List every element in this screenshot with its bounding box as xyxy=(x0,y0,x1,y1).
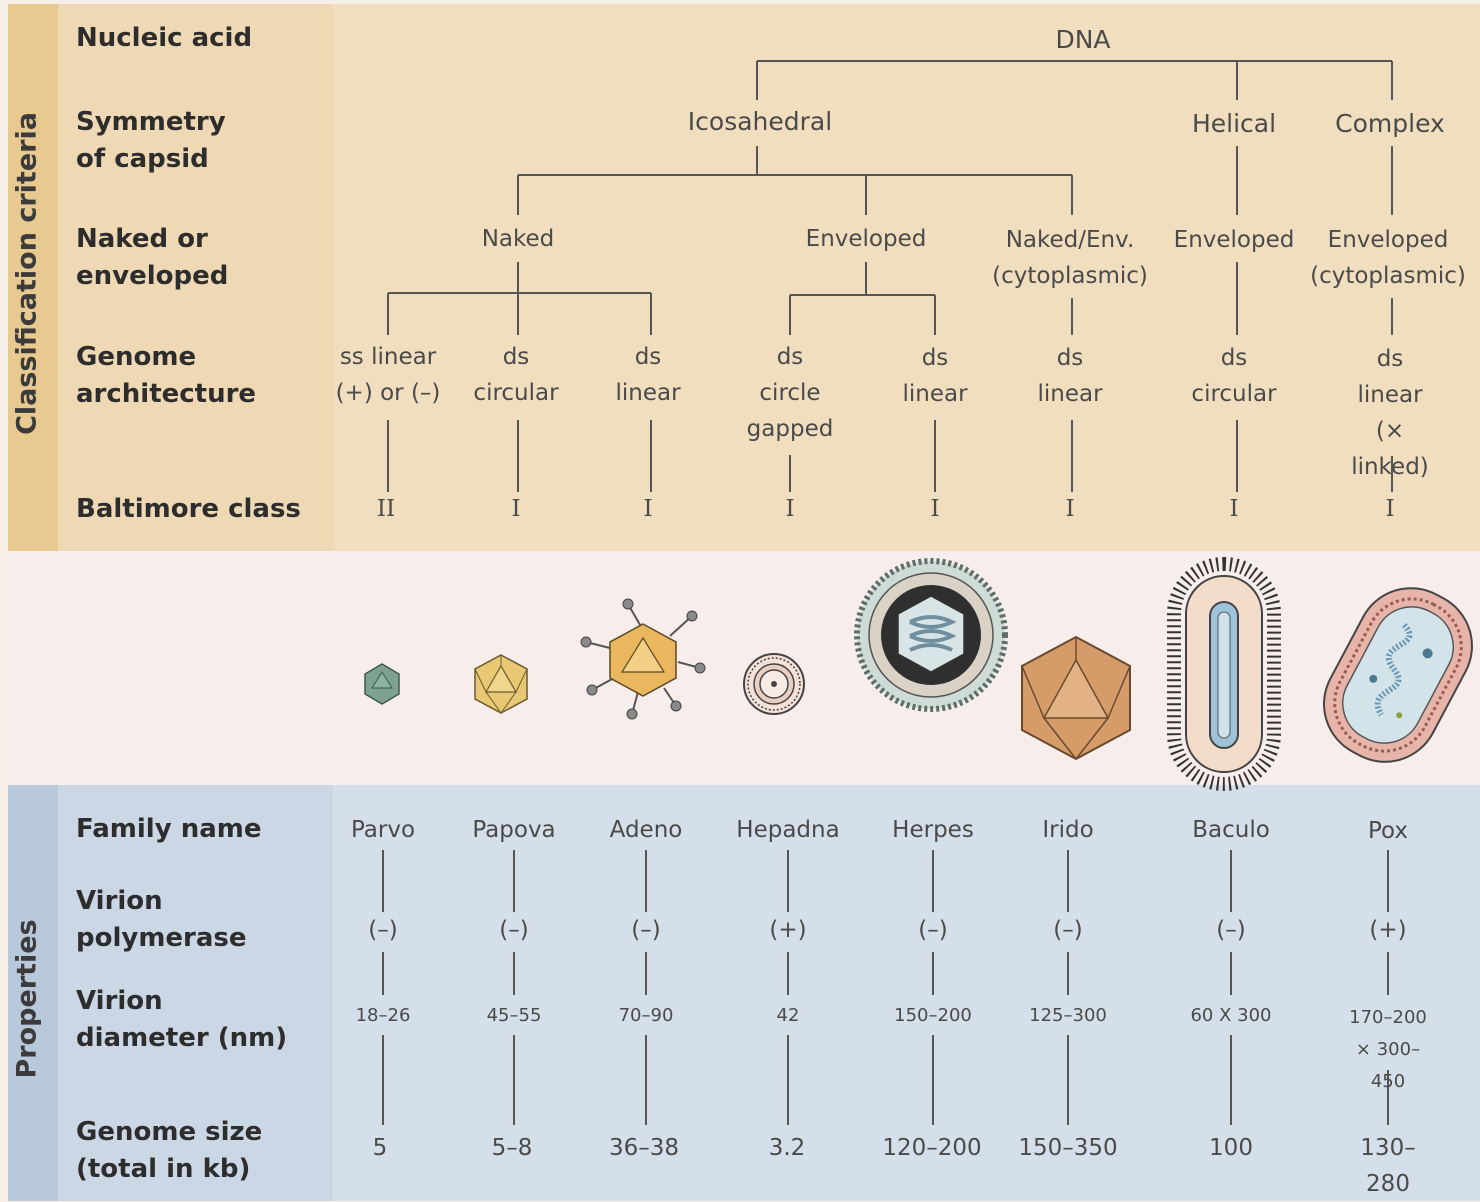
polymerase-parvo: (–) xyxy=(368,912,397,948)
diameter-hepadna: 42 xyxy=(777,1000,800,1032)
row-label-envelope: Naked or enveloped xyxy=(76,221,228,295)
genome-size-irido: 150–350 xyxy=(1018,1130,1117,1166)
family-adeno: Adeno xyxy=(610,812,683,848)
polymerase-hepadna: (+) xyxy=(769,912,806,948)
polymerase-adeno: (–) xyxy=(631,912,660,948)
row-label-symmetry: Symmetry of capsid xyxy=(76,104,226,178)
genome-size-baculo: 100 xyxy=(1209,1130,1253,1166)
diameter-adeno: 70–90 xyxy=(619,1000,674,1032)
family-baculo: Baculo xyxy=(1192,812,1270,848)
family-herpes: Herpes xyxy=(892,812,974,848)
family-pox: Pox xyxy=(1368,813,1408,849)
envelope-helical-enveloped: Enveloped xyxy=(1174,222,1295,258)
properties-side-label: Properties xyxy=(12,929,43,1079)
row-label-genome: Genome architecture xyxy=(76,339,256,413)
diameter-parvo: 18–26 xyxy=(356,1000,411,1032)
polymerase-irido: (–) xyxy=(1053,912,1082,948)
nucleic-acid-dna: DNA xyxy=(1055,22,1110,58)
diameter-papova: 45–55 xyxy=(487,1000,542,1032)
genome-size-pox: 130–280 xyxy=(1342,1130,1434,1202)
baltimore-parvo: II xyxy=(377,491,395,527)
genome-baculo: ds circular xyxy=(1191,340,1276,412)
concentric-ring-virion-icon xyxy=(742,652,806,716)
brick-shaped-virion-icon xyxy=(1318,570,1478,780)
genome-size-papova: 5–8 xyxy=(492,1130,533,1166)
symmetry-icosahedral: Icosahedral xyxy=(688,104,832,140)
genome-adeno: ds linear xyxy=(615,339,680,411)
envelope-naked: Naked xyxy=(482,221,555,257)
baltimore-hepadna: I xyxy=(785,491,794,527)
row-label-family: Family name xyxy=(76,811,261,848)
genome-papova: ds circular xyxy=(473,339,558,411)
genome-size-parvo: 5 xyxy=(373,1130,388,1166)
classification-criteria-side-label: Classification criteria xyxy=(12,104,43,444)
genome-pox: ds linear (× linked) xyxy=(1345,341,1435,485)
enveloped-spiky-virion-icon xyxy=(850,556,1012,714)
genome-irido: ds linear xyxy=(1037,340,1102,412)
baltimore-herpes: I xyxy=(930,491,939,527)
baltimore-adeno: I xyxy=(643,491,652,527)
family-irido: Irido xyxy=(1042,812,1093,848)
envelope-enveloped: Enveloped xyxy=(806,221,927,257)
family-papova: Papova xyxy=(472,812,555,848)
baltimore-irido: I xyxy=(1065,491,1074,527)
diameter-baculo: 60 X 300 xyxy=(1190,1000,1271,1032)
envelope-complex-enveloped: Enveloped (cytoplasmic) xyxy=(1310,222,1466,294)
genome-herpes: ds linear xyxy=(902,340,967,412)
symmetry-complex: Complex xyxy=(1335,106,1445,142)
row-label-baltimore: Baltimore class xyxy=(76,491,301,528)
yellow-icosahedron-icon xyxy=(470,652,532,716)
polymerase-pox: (+) xyxy=(1369,912,1406,948)
polymerase-papova: (–) xyxy=(499,912,528,948)
polymerase-herpes: (–) xyxy=(918,912,947,948)
rod-shaped-virion-icon xyxy=(1158,556,1290,792)
family-hepadna: Hepadna xyxy=(736,812,839,848)
baltimore-baculo: I xyxy=(1229,491,1238,527)
polymerase-baculo: (–) xyxy=(1216,912,1245,948)
symmetry-helical: Helical xyxy=(1192,106,1276,142)
row-label-diameter: Virion diameter (nm) xyxy=(76,983,287,1057)
classification-criteria-panel xyxy=(8,4,1480,551)
spiked-icosahedron-icon xyxy=(580,596,706,720)
baltimore-pox: I xyxy=(1385,491,1394,527)
genome-size-hepadna: 3.2 xyxy=(769,1130,806,1166)
genome-size-adeno: 36–38 xyxy=(609,1130,679,1166)
diameter-irido: 125–300 xyxy=(1029,1000,1107,1032)
large-brown-icosahedron-icon xyxy=(1018,634,1134,762)
genome-hepadna: ds circle gapped xyxy=(747,339,834,447)
genome-parvo: ss linear (+) or (–) xyxy=(336,339,441,411)
diameter-pox: 170–200 × 300–450 xyxy=(1342,1002,1434,1098)
envelope-naked-env: Naked/Env. (cytoplasmic) xyxy=(992,222,1148,294)
family-parvo: Parvo xyxy=(351,812,415,848)
diameter-herpes: 150–200 xyxy=(894,1000,972,1032)
small-green-icosahedron-icon xyxy=(362,662,402,706)
row-label-polymerase: Virion polymerase xyxy=(76,883,247,957)
genome-size-herpes: 120–200 xyxy=(882,1130,981,1166)
row-label-genome-size: Genome size (total in kb) xyxy=(76,1114,262,1188)
baltimore-papova: I xyxy=(511,491,520,527)
row-label-nucleic-acid: Nucleic acid xyxy=(76,20,252,57)
